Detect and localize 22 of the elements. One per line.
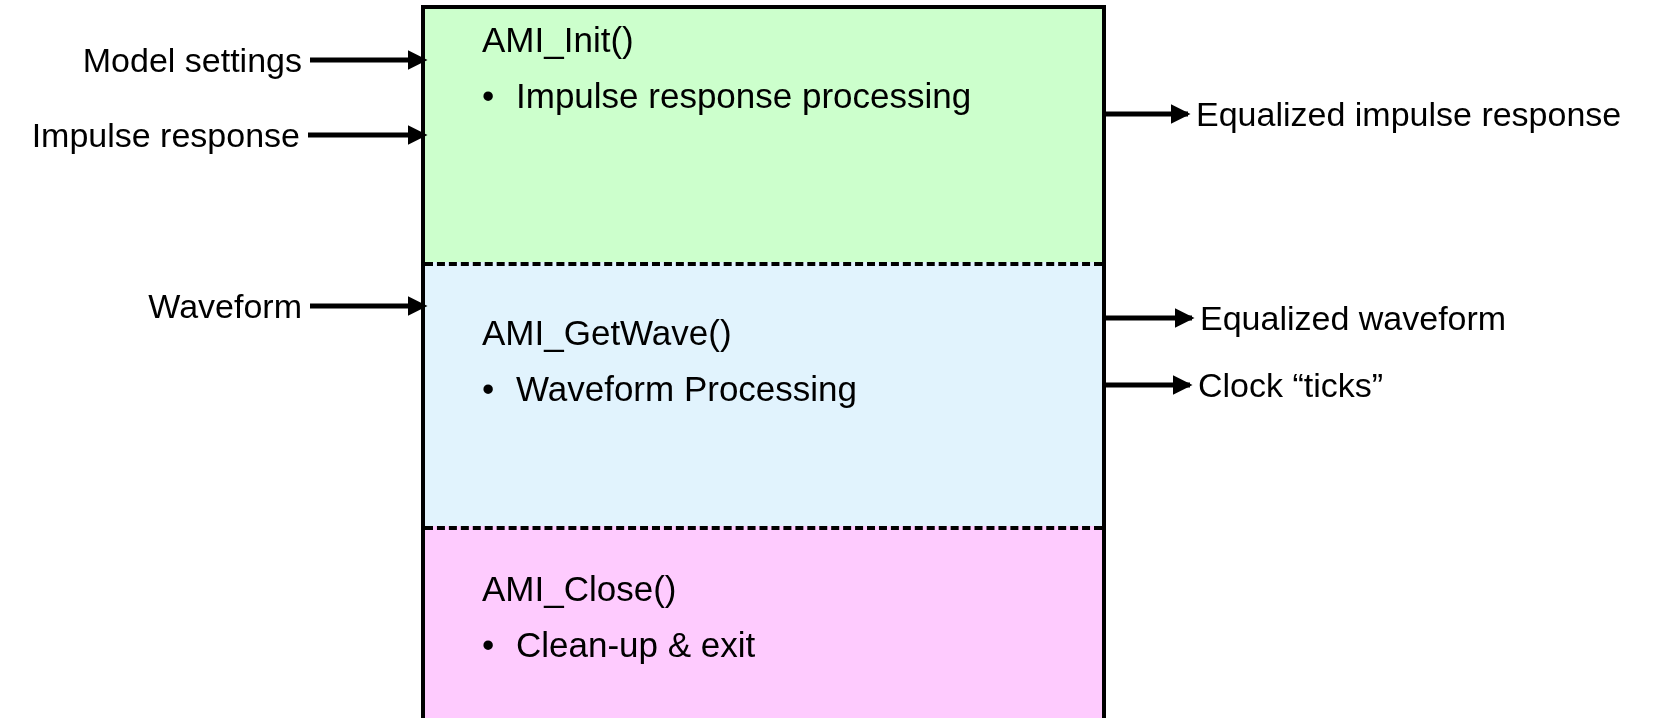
function-band bbox=[425, 9, 1102, 262]
signal-label: Equalized waveform bbox=[1192, 298, 1515, 338]
signal-label: Waveform bbox=[140, 286, 310, 326]
bullet-item: Clean-up & exit bbox=[516, 624, 756, 666]
function-name: AMI_Close() bbox=[482, 568, 677, 610]
bullet-item: Impulse response processing bbox=[516, 75, 972, 117]
outer-box bbox=[421, 5, 1106, 718]
arrow bbox=[308, 125, 428, 145]
function-name: AMI_Init() bbox=[482, 19, 634, 61]
signal-label: Model settings bbox=[74, 40, 310, 80]
bullet-marker: • bbox=[482, 368, 496, 410]
function-band bbox=[425, 262, 1102, 526]
signal-label: Impulse response bbox=[23, 115, 308, 155]
function-band bbox=[425, 526, 1102, 718]
arrow bbox=[310, 296, 428, 316]
bullet-marker: • bbox=[482, 75, 496, 117]
arrow bbox=[310, 50, 428, 70]
signal-label: Equalized impulse response bbox=[1188, 94, 1630, 134]
bullet-marker: • bbox=[482, 624, 496, 666]
signal-label: Clock “ticks” bbox=[1190, 365, 1392, 405]
bullet-item: Waveform Processing bbox=[516, 368, 858, 410]
function-name: AMI_GetWave() bbox=[482, 312, 732, 354]
